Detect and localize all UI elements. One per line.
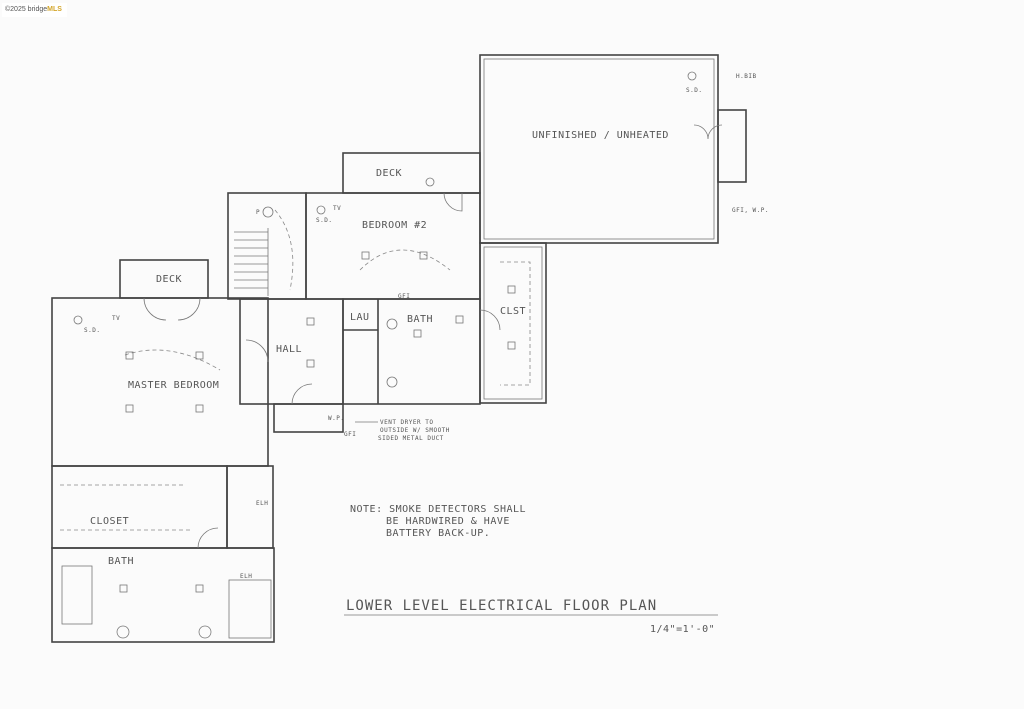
symbol-tv: TV	[333, 205, 341, 212]
wiring	[60, 209, 531, 531]
label-deck-left: DECK	[156, 274, 182, 285]
label-unfinished: UNFINISHED / UNHEATED	[532, 130, 669, 141]
symbol-p: P	[256, 209, 260, 216]
label-bedroom-2: BEDROOM #2	[362, 220, 427, 231]
label-closet: CLOSET	[90, 516, 129, 527]
light-fixtures	[73, 71, 697, 639]
label-hall: HALL	[276, 344, 302, 355]
label-bath-lower: BATH	[108, 556, 134, 567]
label-master-bedroom: MASTER BEDROOM	[128, 380, 219, 391]
walls	[51, 54, 747, 643]
symbol-gfi-wp: GFI, W.P.	[732, 207, 769, 214]
label-laundry: LAU	[350, 312, 370, 323]
symbol-gfi: GFI	[398, 293, 410, 300]
label-closet-right: CLST	[500, 306, 526, 317]
drawing-title: LOWER LEVEL ELECTRICAL FLOOR PLAN	[346, 598, 657, 614]
symbol-elh: ELH	[256, 500, 268, 507]
watermark-text: ©2025 bridge	[5, 6, 48, 13]
label-deck-top: DECK	[376, 168, 402, 179]
symbol-hose-bib: H.BIB	[736, 73, 757, 80]
vent-note-line: VENT DRYER TO	[380, 419, 433, 426]
symbol-smoke-detector: S.D.	[686, 87, 702, 94]
smoke-note-line: BE HARDWIRED & HAVE	[386, 516, 510, 527]
vent-note-line: SIDED METAL DUCT	[378, 435, 444, 442]
symbol-smoke-detector: S.D.	[316, 217, 332, 224]
symbol-wp: W.P.	[328, 415, 344, 422]
smoke-note-line: BATTERY BACK-UP.	[386, 528, 490, 539]
symbol-elh: ELH	[240, 573, 252, 580]
label-bath-upper: BATH	[407, 314, 433, 325]
symbol-gfi: GFI	[344, 431, 356, 438]
symbol-tv: TV	[112, 315, 120, 322]
symbol-smoke-detector: S.D.	[84, 327, 100, 334]
drawing-scale: 1/4"=1'-0"	[650, 624, 715, 635]
smoke-note-line: NOTE: SMOKE DETECTORS SHALL	[350, 504, 526, 515]
vent-note-line: OUTSIDE W/ SMOOTH	[380, 427, 450, 434]
watermark-logo: ©2025 bridgeMLS	[2, 3, 67, 17]
watermark-brand: MLS	[47, 6, 62, 13]
